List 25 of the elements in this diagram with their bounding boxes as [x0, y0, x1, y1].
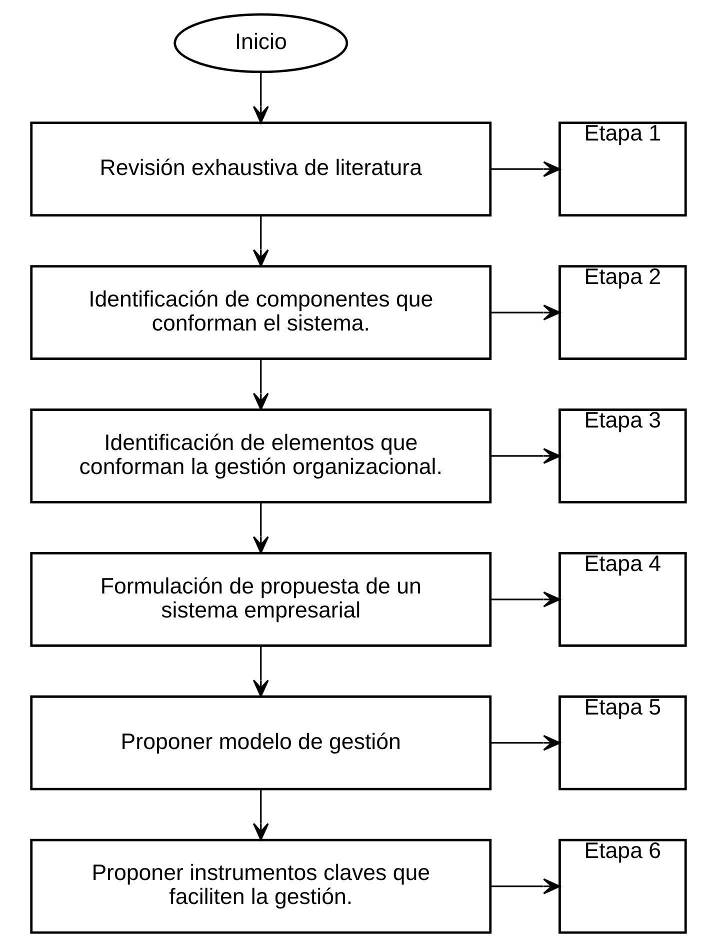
arrow — [490, 304, 560, 320]
node-box: Etapa 2 — [558, 265, 687, 360]
node-box: Identificación de componentes que conforman el sistema. — [30, 265, 492, 360]
arrow — [490, 591, 560, 608]
arrow — [490, 878, 560, 894]
arrow — [252, 646, 269, 697]
node-box: Revisión exhaustiva de literatura — [30, 122, 492, 216]
node-box: Identificación de elementos que conforman la gestión organizacional. — [30, 408, 492, 504]
arrow — [252, 216, 269, 267]
arrow — [490, 161, 560, 178]
node-box: Etapa 6 — [558, 838, 687, 934]
node-box: Etapa 1 — [558, 122, 687, 216]
arrow — [252, 72, 269, 124]
node-box: Etapa 4 — [558, 552, 687, 647]
node-box: Proponer modelo de gestión — [30, 695, 492, 790]
node-ellipse: Inicio — [174, 13, 348, 74]
arrow — [252, 359, 269, 410]
arrow — [490, 734, 560, 751]
node-box: Formulación de propuesta de un sistema empresarial — [30, 552, 492, 647]
arrow — [252, 502, 269, 554]
node-box: Etapa 5 — [558, 695, 687, 790]
arrow — [490, 448, 560, 464]
node-box: Etapa 3 — [558, 408, 687, 504]
node-box: Proponer instrumentos claves que faciliten la gestión. — [30, 838, 492, 934]
arrow — [252, 790, 269, 840]
